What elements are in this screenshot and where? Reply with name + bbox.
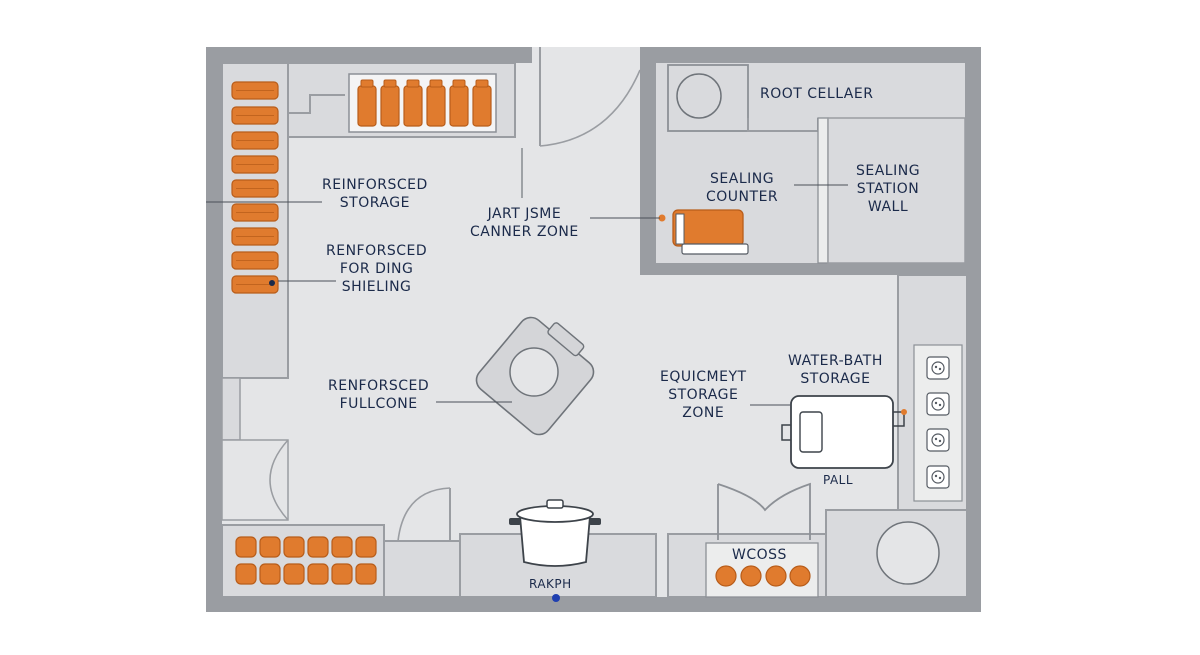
floor-drain [876, 521, 940, 585]
jar-icon [380, 79, 400, 127]
bottom-door-swing [397, 487, 451, 542]
outlet-icon [926, 392, 950, 416]
jar-icon [426, 79, 446, 127]
jar-icon [403, 79, 423, 127]
jar-icon [355, 563, 377, 585]
water-bath-pot-icon [781, 395, 907, 469]
jar-icon [307, 563, 329, 585]
jar-icon [231, 227, 279, 246]
jar-icon [740, 565, 762, 587]
jar-icon [235, 536, 257, 558]
canner-icon [672, 209, 749, 255]
jar-icon [331, 563, 353, 585]
label-water-bath-storage: WATER-BATH STORAGE [788, 353, 883, 387]
bottom-left-jar-shelf [221, 524, 385, 598]
label-reinforced-shieling: RENFORSCED FOR DING SHIELING [326, 243, 428, 295]
label-jar-canner-zone: JART JSME CANNER ZONE [470, 206, 579, 240]
label-pall: PALL [823, 473, 854, 487]
label-reinforced-storage: REINFORSCED STORAGE [322, 177, 428, 211]
label-raxph: RAKPH [529, 577, 572, 591]
location-marker [552, 594, 560, 602]
jar-icon [231, 81, 279, 100]
outlet-icon [926, 428, 950, 452]
jar-icon [715, 565, 737, 587]
jar-icon [235, 563, 257, 585]
jar-icon [231, 251, 279, 270]
jar-icon [231, 179, 279, 198]
stock-pot-icon [509, 499, 601, 567]
root-cellar-bin [676, 73, 722, 119]
jar-icon [283, 563, 305, 585]
jar-icon [283, 536, 305, 558]
leader-lines [206, 184, 848, 406]
label-wcoss: WCOSS [732, 547, 787, 563]
top-door-opening [532, 47, 640, 65]
jar-icon [231, 155, 279, 174]
sealing-station-wall-partition [817, 117, 829, 264]
jar-icon [259, 536, 281, 558]
jar-icon [231, 203, 279, 222]
jar-icon [231, 131, 279, 150]
jar-icon [449, 79, 469, 127]
jar-icon [789, 565, 811, 587]
label-root-cellar: ROOT CELLAER [760, 86, 874, 102]
wcoss-jar-row [715, 565, 811, 587]
label-equipment-storage-zone: EQUICMEYT STORAGE ZONE [660, 369, 747, 421]
outlet-icon [926, 465, 950, 489]
outlet-icon [926, 356, 950, 380]
jar-icon [765, 565, 787, 587]
double-door [717, 482, 811, 540]
label-sealing-station-wall: SEALING STATION WALL [856, 163, 921, 215]
jar-icon [331, 536, 353, 558]
jar-icon [357, 79, 377, 127]
label-reinforced-fullcone: RENFORSCED FULLCONE [328, 378, 430, 412]
jar-icon [231, 106, 279, 125]
jar-icon [355, 536, 377, 558]
jar-icon [307, 536, 329, 558]
left-door-frame [221, 439, 289, 521]
jar-icon [259, 563, 281, 585]
label-sealing-counter: SEALING COUNTER [706, 171, 779, 205]
left-jar-column [231, 81, 279, 294]
top-door-swing [539, 69, 641, 147]
jar-icon [472, 79, 492, 127]
